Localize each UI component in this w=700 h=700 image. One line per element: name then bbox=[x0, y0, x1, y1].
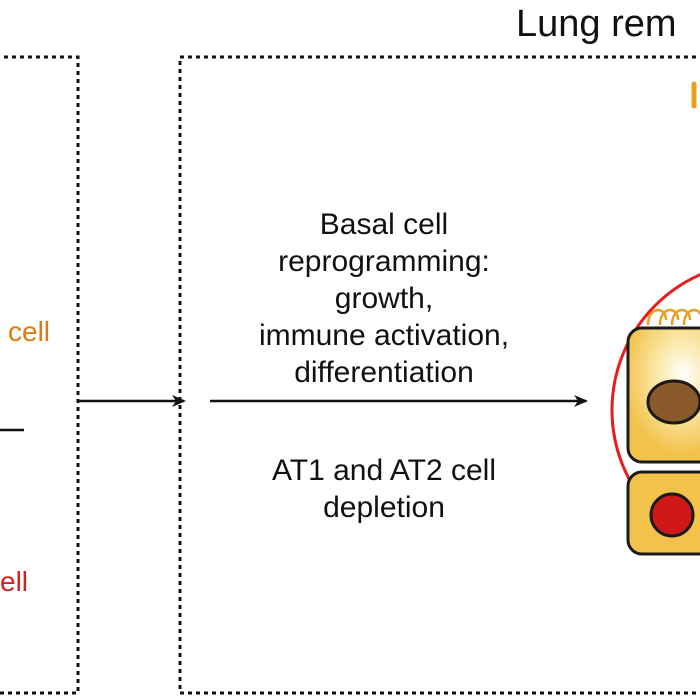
depletion-text: AT1 and AT2 cell depletion bbox=[204, 452, 564, 526]
text-line: differentiation bbox=[294, 356, 474, 389]
panel-title: Lung rem bbox=[516, 3, 677, 45]
nucleus-red bbox=[649, 492, 695, 538]
text-line: immune activation, bbox=[258, 319, 510, 352]
highlight-circle bbox=[610, 273, 700, 547]
nucleus-brown bbox=[646, 379, 700, 425]
text-line: reprogramming: bbox=[278, 245, 490, 278]
basal-cell-upper bbox=[626, 326, 700, 464]
left-panel-box bbox=[0, 55, 80, 695]
text-line: depletion bbox=[323, 491, 445, 524]
text-line: growth, bbox=[334, 282, 434, 315]
left-label-orange: cell bbox=[8, 316, 51, 347]
center-panel-box bbox=[178, 55, 700, 695]
reprogramming-text: Basal cell reprogramming: growth, immune… bbox=[204, 206, 564, 391]
text-line: AT1 and AT2 cell bbox=[271, 454, 496, 487]
text-line: Basal cell bbox=[319, 208, 449, 241]
basal-cell-lower bbox=[626, 470, 700, 556]
left-label-red: ell bbox=[0, 566, 29, 597]
cilia bbox=[646, 308, 700, 326]
